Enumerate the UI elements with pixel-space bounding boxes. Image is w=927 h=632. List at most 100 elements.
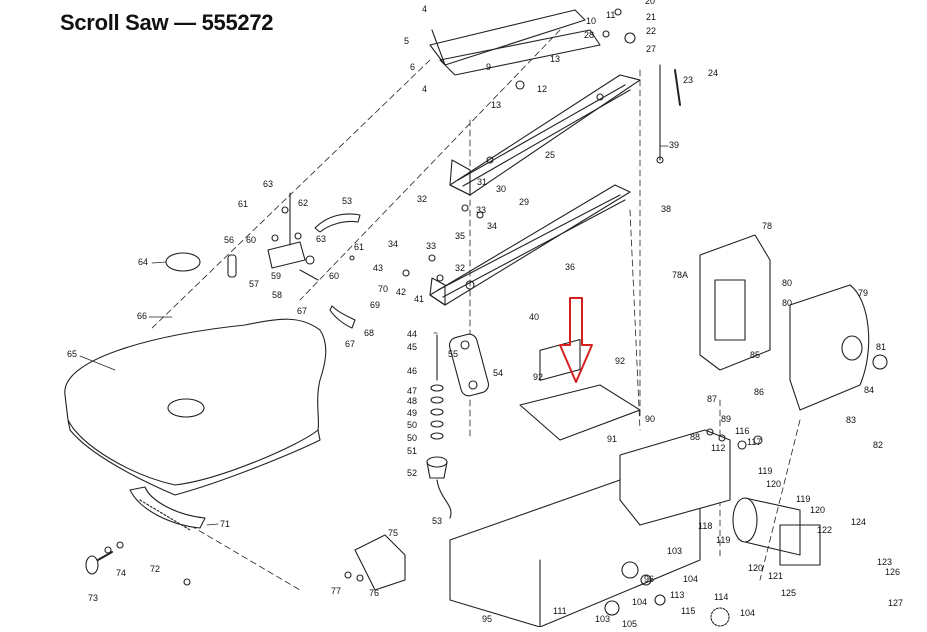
label-122: 122 xyxy=(817,525,832,535)
motor xyxy=(732,497,821,566)
label-11: 11 xyxy=(606,10,615,20)
label-38: 38 xyxy=(661,204,671,214)
label-51: 51 xyxy=(407,446,417,456)
part-labels: 4 5 6 4 9 10 11 12 13 13 20 21 22 23 24 … xyxy=(67,0,903,629)
label-82: 82 xyxy=(873,440,883,450)
label-42: 42 xyxy=(396,287,406,297)
label-29: 29 xyxy=(519,197,529,207)
label-60b: 60 xyxy=(329,271,339,281)
label-27: 27 xyxy=(646,44,656,54)
label-62: 62 xyxy=(298,198,308,208)
label-104b: 104 xyxy=(740,608,755,618)
label-83: 83 xyxy=(846,415,856,425)
label-61a: 61 xyxy=(238,199,248,209)
label-65: 65 xyxy=(67,349,77,359)
label-120a: 120 xyxy=(766,479,781,489)
label-85: 85 xyxy=(750,350,760,360)
label-66: 66 xyxy=(137,311,147,321)
callout-arrow xyxy=(559,297,593,383)
label-63a: 63 xyxy=(263,179,273,189)
label-72: 72 xyxy=(150,564,160,574)
label-40: 40 xyxy=(529,312,539,322)
label-127: 127 xyxy=(888,598,903,608)
motor-frame xyxy=(699,234,771,371)
guard-53 xyxy=(314,213,361,233)
label-10: 10 xyxy=(586,16,596,26)
label-74: 74 xyxy=(116,568,126,578)
rod-end xyxy=(656,156,664,164)
label-33a: 33 xyxy=(476,205,486,215)
label-67b: 67 xyxy=(345,339,355,349)
label-103a: 103 xyxy=(667,546,682,556)
label-13b: 13 xyxy=(550,54,560,64)
label-33b: 33 xyxy=(426,241,436,251)
plunger-stack xyxy=(426,334,452,519)
label-123: 123 xyxy=(877,557,892,567)
label-4b: 4 xyxy=(422,84,427,94)
label-44: 44 xyxy=(407,329,417,339)
label-103b: 103 xyxy=(595,614,610,624)
label-39: 39 xyxy=(669,140,679,150)
label-32b: 32 xyxy=(455,263,465,273)
label-32a: 32 xyxy=(417,194,427,204)
label-43: 43 xyxy=(373,263,383,273)
link-arm xyxy=(448,333,490,397)
label-81: 81 xyxy=(876,342,886,352)
label-4a: 4 xyxy=(422,4,427,14)
label-60a: 60 xyxy=(246,235,256,245)
label-22: 22 xyxy=(646,26,656,36)
leader-lines xyxy=(79,145,669,526)
label-13a: 13 xyxy=(491,100,501,110)
label-23: 23 xyxy=(683,75,693,85)
label-58: 58 xyxy=(272,290,282,300)
rod-23 xyxy=(674,69,681,106)
label-67a: 67 xyxy=(297,306,307,316)
label-76: 76 xyxy=(369,588,379,598)
label-78: 78 xyxy=(762,221,772,231)
saw-table xyxy=(64,318,327,496)
label-30: 30 xyxy=(496,184,506,194)
label-115: 115 xyxy=(681,606,695,616)
label-79: 79 xyxy=(858,288,868,298)
label-53a: 53 xyxy=(342,196,352,206)
label-114: 114 xyxy=(714,592,728,602)
label-105: 105 xyxy=(622,619,637,627)
label-34b: 34 xyxy=(388,239,398,249)
label-92a: 92 xyxy=(533,372,543,382)
label-77: 77 xyxy=(331,586,341,596)
top-bracket xyxy=(429,9,601,76)
label-120c: 120 xyxy=(748,563,763,573)
label-121: 121 xyxy=(768,571,783,581)
label-48: 48 xyxy=(407,396,417,406)
label-20: 20 xyxy=(645,0,655,6)
label-119a: 119 xyxy=(758,466,772,476)
label-112: 112 xyxy=(711,443,725,453)
label-54: 54 xyxy=(493,368,503,378)
label-88: 88 xyxy=(690,432,700,442)
fasteners xyxy=(104,8,763,616)
lower-arm xyxy=(429,184,631,306)
upper-arm xyxy=(449,74,641,196)
label-36: 36 xyxy=(565,262,575,272)
gearbox xyxy=(789,284,888,411)
label-120b: 120 xyxy=(810,505,825,515)
label-111: 111 xyxy=(553,606,567,616)
cover-plate xyxy=(519,384,641,441)
label-9: 9 xyxy=(486,62,491,72)
label-90: 90 xyxy=(645,414,655,424)
label-28: 28 xyxy=(584,30,594,40)
label-124: 124 xyxy=(851,517,866,527)
housing-75 xyxy=(354,534,406,591)
clamp-assembly xyxy=(227,192,356,329)
label-119b: 119 xyxy=(796,494,810,504)
label-118: 118 xyxy=(698,521,712,531)
label-70: 70 xyxy=(378,284,388,294)
label-63b: 63 xyxy=(316,234,326,244)
label-126: 126 xyxy=(885,567,900,577)
knob-64 xyxy=(165,252,201,272)
label-64: 64 xyxy=(138,257,148,267)
label-6: 6 xyxy=(410,62,415,72)
label-31: 31 xyxy=(477,177,487,187)
label-56: 56 xyxy=(224,235,234,245)
label-125: 125 xyxy=(781,588,796,598)
